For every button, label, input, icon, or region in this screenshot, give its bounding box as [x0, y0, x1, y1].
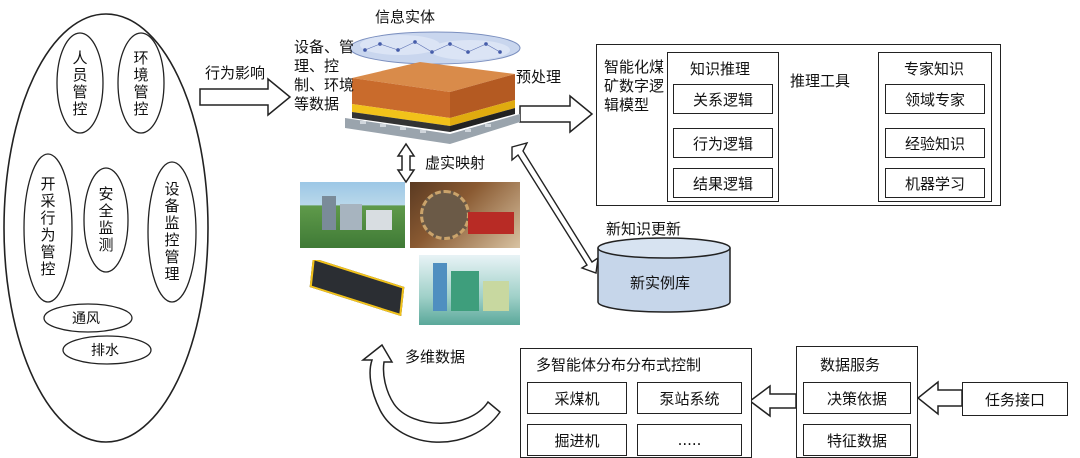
instance-db-cylinder	[597, 237, 731, 313]
info-entity-label: 信息实体	[375, 8, 436, 26]
safety-ellipse	[83, 167, 129, 273]
multi-dim-return-arrow	[360, 343, 502, 443]
instance-db-label: 新实例库	[630, 274, 691, 292]
preprocess-arrow	[519, 94, 594, 134]
experience-knowledge-box: 经验知识	[885, 128, 985, 158]
knowledge-update-label: 新知识更新	[606, 220, 682, 238]
roadheader-box: 掘进机	[527, 424, 627, 456]
person-label: 人员管控	[72, 49, 88, 118]
drainage-label: 排水	[91, 343, 119, 359]
model-title: 智能化煤矿数字逻辑模型	[604, 58, 665, 114]
shearer-photo	[410, 182, 520, 248]
result-logic-box: 结果逻辑	[673, 168, 773, 198]
virtual-mapping-label: 虚实映射	[425, 154, 486, 172]
data-service-arrow	[748, 384, 797, 418]
decision-basis-box: 决策依据	[803, 382, 911, 414]
reasoning-tool-label: 推理工具	[790, 72, 851, 90]
person-ellipse	[56, 32, 104, 134]
behavior-label: 行为影响	[205, 64, 266, 82]
machine-learning-box: 机器学习	[885, 168, 985, 198]
knowledge-reasoning-title: 知识推理	[690, 60, 751, 78]
equipment-label: 设备监控管理	[164, 180, 180, 283]
ellipsis-box: .....	[637, 424, 742, 456]
feature-data-box: 特征数据	[803, 424, 911, 456]
equipment-ellipse	[147, 161, 197, 303]
multi-dim-label: 多维数据	[405, 348, 466, 366]
task-interface-arrow	[916, 380, 963, 416]
environment-label: 环境管控	[133, 49, 149, 118]
data-categories-label: 设备、管理、控制、环境等数据	[294, 38, 355, 113]
mining-label: 开采行为管控	[40, 175, 56, 278]
environment-ellipse	[117, 32, 165, 134]
shearer-box: 采煤机	[527, 382, 627, 414]
task-interface-box: 任务接口	[962, 382, 1068, 416]
expert-knowledge-title: 专家知识	[904, 60, 965, 78]
data-service-title: 数据服务	[820, 356, 881, 374]
pump-station-box: 泵站系统	[637, 382, 742, 414]
virtual-mapping-arrow	[396, 142, 416, 184]
conveyor-photo	[305, 260, 407, 316]
ventilation-label: 通风	[72, 311, 100, 327]
info-entity-illustration	[345, 31, 521, 144]
plant-model-photo	[419, 255, 520, 325]
relation-logic-box: 关系逻辑	[673, 84, 773, 114]
behavior-logic-box: 行为逻辑	[673, 128, 773, 158]
ventilation-ellipse	[43, 303, 133, 333]
mining-ellipse	[23, 153, 73, 303]
drainage-ellipse	[62, 335, 152, 365]
knowledge-update-arrow	[511, 141, 599, 274]
preprocess-label: 预处理	[516, 68, 562, 86]
safety-label: 安全监测	[98, 185, 114, 254]
multi-agent-title: 多智能体分布分布式控制	[536, 356, 702, 374]
behavior-arrow	[199, 77, 292, 117]
mine-site-photo	[300, 182, 405, 248]
domain-expert-box: 领域专家	[885, 84, 985, 114]
